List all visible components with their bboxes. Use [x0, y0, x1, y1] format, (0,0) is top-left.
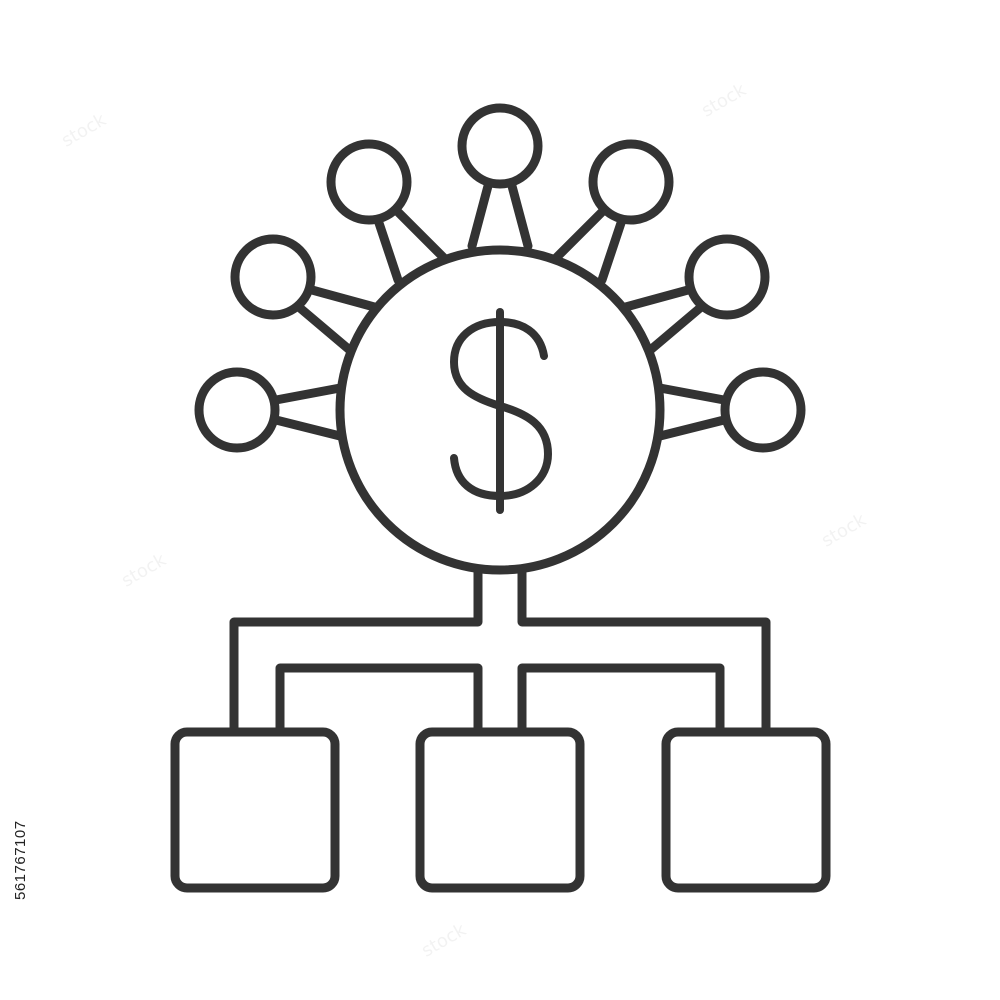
distribution-lines — [229, 565, 771, 735]
output-boxes — [170, 727, 831, 893]
stock-id-label: 561767107 — [12, 820, 29, 900]
spoke-connectors — [271, 181, 729, 441]
node-circle-lower-right — [720, 367, 806, 453]
node-circle-top — [457, 103, 543, 189]
box-center — [415, 727, 585, 893]
satellite-nodes — [194, 103, 806, 453]
node-circle-upper-right — [588, 139, 674, 225]
node-circle-mid-right — [684, 234, 770, 320]
dollar-sign-icon — [450, 308, 552, 514]
node-circle-lower-left — [194, 367, 280, 453]
box-right — [661, 727, 831, 893]
node-circle-upper-left — [326, 139, 412, 225]
box-left — [170, 727, 340, 893]
node-circle-mid-left — [230, 234, 316, 320]
